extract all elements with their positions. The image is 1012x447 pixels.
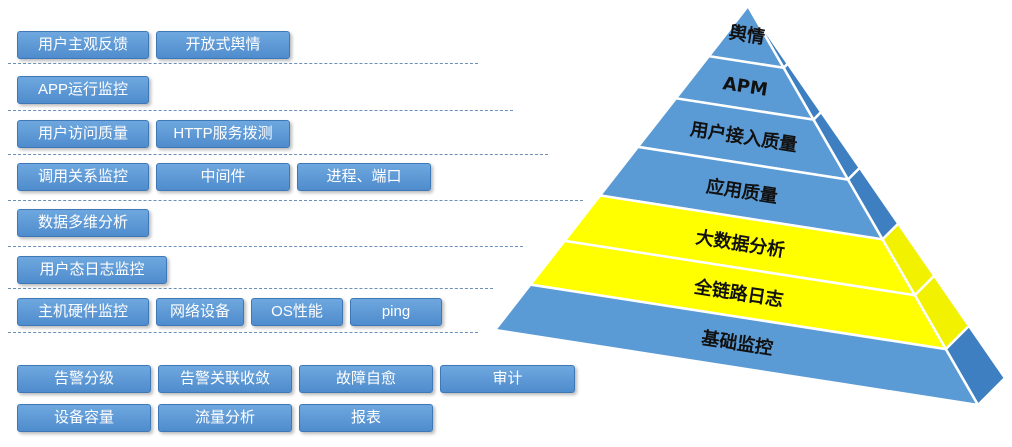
row-separator xyxy=(8,200,583,201)
chip-audit[interactable]: 审计 xyxy=(440,365,575,393)
chip-user-log[interactable]: 用户态日志监控 xyxy=(17,256,167,284)
row-separator xyxy=(8,154,548,155)
chip-middleware[interactable]: 中间件 xyxy=(156,163,290,191)
chip-ping[interactable]: ping xyxy=(350,298,442,326)
chip-self-healing[interactable]: 故障自愈 xyxy=(299,365,433,393)
chip-data-analysis[interactable]: 数据多维分析 xyxy=(17,209,149,237)
pyramid-tier-7 xyxy=(492,283,981,407)
row-separator xyxy=(8,110,513,111)
pyramid-tier-label: 舆情 xyxy=(727,21,766,48)
chip-alert-level[interactable]: 告警分级 xyxy=(17,365,151,393)
row-separator xyxy=(8,63,478,64)
chip-report[interactable]: 报表 xyxy=(299,404,433,432)
chip-user-feedback[interactable]: 用户主观反馈 xyxy=(17,31,149,59)
chip-alert-converge[interactable]: 告警关联收敛 xyxy=(158,365,292,393)
row-separator xyxy=(8,332,478,333)
chip-host-hardware[interactable]: 主机硬件监控 xyxy=(17,298,149,326)
chip-os-performance[interactable]: OS性能 xyxy=(251,298,343,326)
chip-open-sentiment[interactable]: 开放式舆情 xyxy=(156,31,290,59)
chip-traffic-analysis[interactable]: 流量分析 xyxy=(158,404,292,432)
chip-network-device[interactable]: 网络设备 xyxy=(156,298,244,326)
chip-call-relation[interactable]: 调用关系监控 xyxy=(17,163,149,191)
row-separator xyxy=(8,246,523,247)
chip-user-access-quality[interactable]: 用户访问质量 xyxy=(17,120,149,148)
chip-app-monitor[interactable]: APP运行监控 xyxy=(17,76,149,104)
chip-capacity[interactable]: 设备容量 xyxy=(17,404,151,432)
chip-process-port[interactable]: 进程、端口 xyxy=(297,163,431,191)
chip-http-probe[interactable]: HTTP服务拨测 xyxy=(156,120,290,148)
row-separator xyxy=(8,288,493,289)
